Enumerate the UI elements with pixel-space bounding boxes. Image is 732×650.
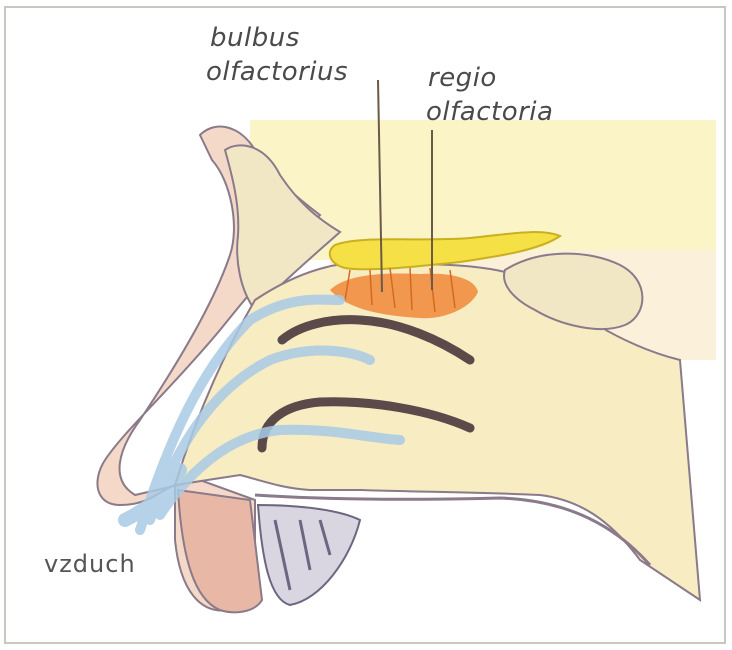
label-air: vzduch bbox=[44, 550, 136, 578]
teeth-maxilla bbox=[258, 505, 360, 605]
label-bulbus-line2: olfactorius bbox=[206, 58, 348, 86]
label-bulbus-line1: bulbus bbox=[210, 24, 300, 52]
label-regio-line2: olfactoria bbox=[426, 98, 553, 126]
label-regio-line1: regio bbox=[428, 64, 497, 92]
upper-lip bbox=[178, 490, 262, 612]
